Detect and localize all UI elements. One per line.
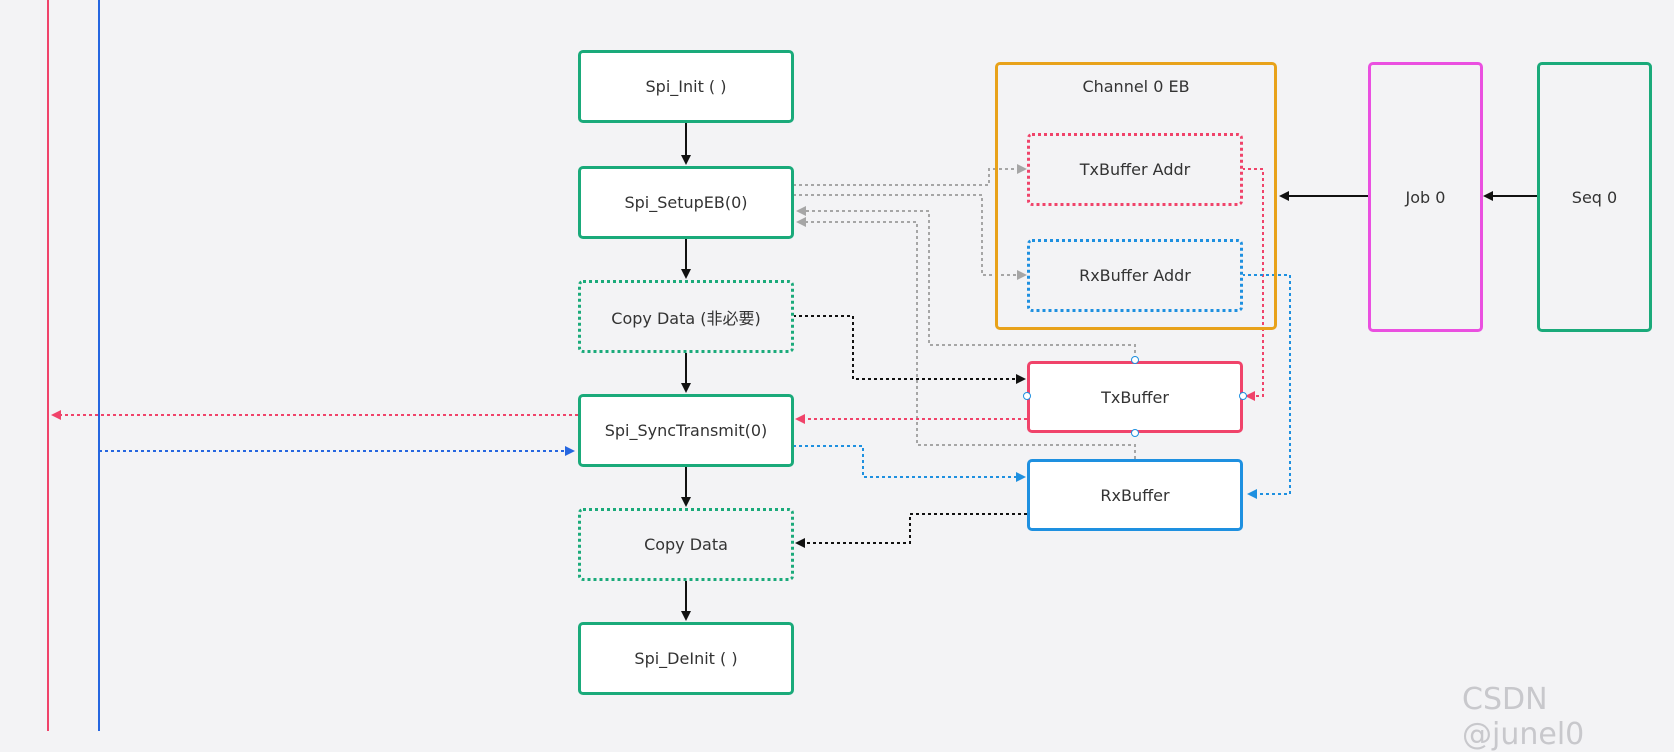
spi-deinit-node[interactable]: Spi_DeInit ( )	[578, 622, 794, 695]
txbuffer-handle-right[interactable]	[1239, 392, 1247, 400]
txbuffer-handle-left[interactable]	[1023, 392, 1031, 400]
rxbuffer-node[interactable]: RxBuffer	[1027, 459, 1243, 531]
wire-rxaddr-to-rxbuffer	[1242, 274, 1291, 499]
seq-node[interactable]: Seq 0	[1537, 62, 1652, 332]
rxbuffer-addr-node[interactable]: RxBuffer Addr	[1027, 239, 1243, 312]
spi-setup-eb-node[interactable]: Spi_SetupEB(0)	[578, 166, 794, 239]
diagram-canvas: Spi_Init ( ) Spi_SetupEB(0) Copy Data (非…	[47, 0, 1652, 752]
wire-transmit-to-rxbuffer	[793, 445, 1026, 482]
job-node[interactable]: Job 0	[1368, 62, 1483, 332]
rxbuffer-label: RxBuffer	[1100, 485, 1170, 505]
spi-init-node[interactable]: Spi_Init ( )	[578, 50, 794, 123]
copy-data-label: Copy Data	[644, 535, 728, 554]
wire-setup-to-rxaddr	[793, 194, 1027, 280]
spi-init-label: Spi_Init ( )	[645, 77, 727, 96]
copy-data-node[interactable]: Copy Data	[578, 508, 794, 581]
wire-copy-to-txbuffer	[793, 315, 1026, 384]
channel-title: Channel 0 EB	[1082, 77, 1190, 96]
connector-layer	[47, 0, 1538, 731]
copy-data-optional-label: Copy Data (非必要)	[611, 308, 761, 328]
channel-group[interactable]: Channel 0 EB	[995, 62, 1277, 330]
job-label: Job 0	[1405, 187, 1446, 207]
spi-sync-transmit-label: Spi_SyncTransmit(0)	[604, 421, 768, 440]
wire-txbuffer-to-setup	[796, 206, 1136, 359]
spi-setup-eb-label: Spi_SetupEB(0)	[624, 193, 748, 212]
rxbuffer-addr-label: RxBuffer Addr	[1079, 266, 1191, 285]
seq-label: Seq 0	[1571, 187, 1618, 207]
txbuffer-handle-bottom[interactable]	[1131, 429, 1139, 437]
wire-rxbuffer-to-setup	[796, 217, 1136, 459]
watermark: CSDN @junel0	[1462, 682, 1585, 752]
copy-data-optional-node[interactable]: Copy Data (非必要)	[578, 280, 794, 353]
spi-deinit-label: Spi_DeInit ( )	[634, 649, 738, 668]
txbuffer-label: TxBuffer	[1101, 387, 1169, 407]
spi-sync-transmit-node[interactable]: Spi_SyncTransmit(0)	[578, 394, 794, 467]
wire-setup-to-txaddr	[793, 164, 1027, 186]
wire-txaddr-to-txbuffer	[1242, 168, 1264, 401]
txbuffer-addr-node[interactable]: TxBuffer Addr	[1027, 133, 1243, 206]
txbuffer-handle-top[interactable]	[1131, 356, 1139, 364]
wire-rxbuffer-to-copy	[795, 513, 1027, 548]
txbuffer-addr-label: TxBuffer Addr	[1079, 160, 1191, 179]
txbuffer-node[interactable]: TxBuffer	[1027, 361, 1243, 433]
